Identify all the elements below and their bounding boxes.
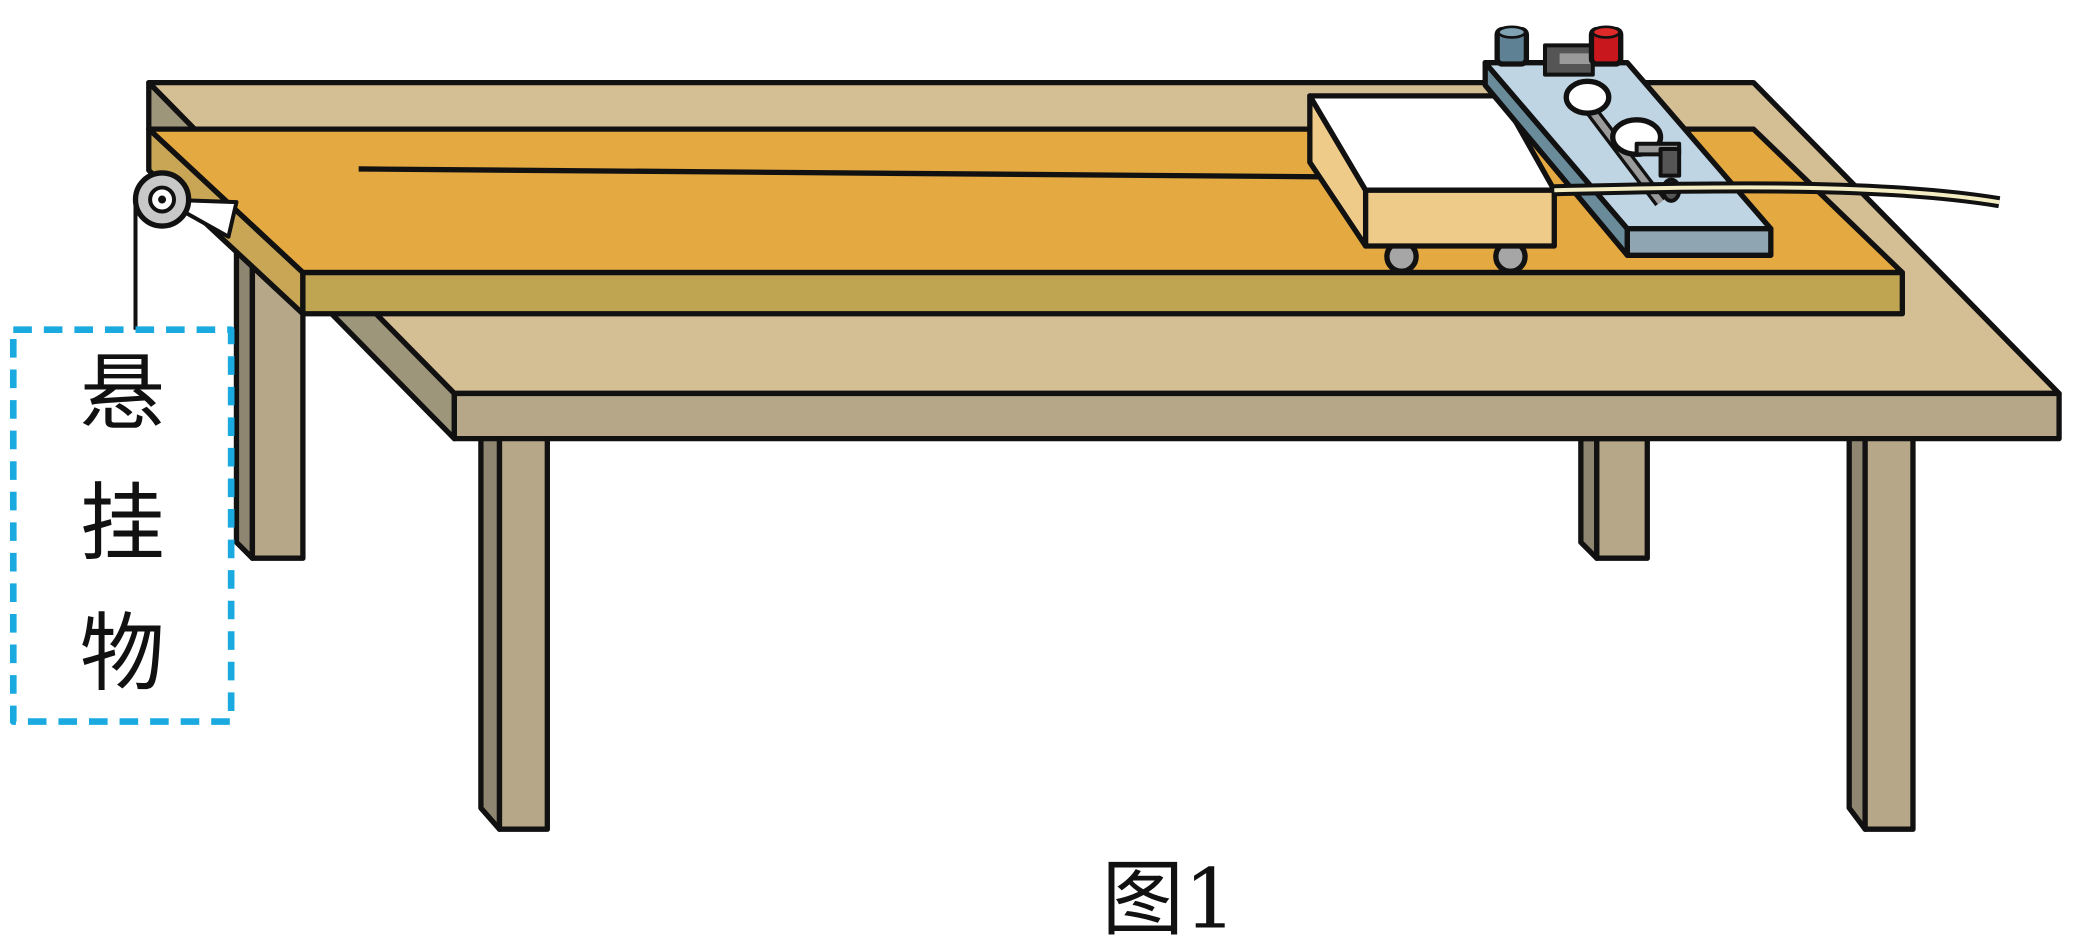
table-front-edge xyxy=(451,390,2062,442)
hanging-object-dashed-box xyxy=(9,326,235,725)
hanging-object-label-char: 挂 xyxy=(80,475,165,574)
hanging-object-label-char: 物 xyxy=(80,605,165,704)
cart xyxy=(1307,93,1557,274)
board-front-edge xyxy=(300,269,1905,317)
pulley xyxy=(132,170,239,330)
hanging-object: 悬 挂 物 xyxy=(9,326,235,725)
table-leg xyxy=(496,435,550,832)
board-slot xyxy=(358,166,1336,180)
blue-terminal xyxy=(1494,25,1530,67)
figure-caption: 图1 xyxy=(1102,852,1237,947)
hanging-object-label-char: 悬 xyxy=(80,345,165,444)
red-terminal xyxy=(1588,25,1624,67)
cart-front xyxy=(1362,187,1557,249)
table-leg xyxy=(1862,435,1916,832)
timer-front xyxy=(1624,226,1774,258)
